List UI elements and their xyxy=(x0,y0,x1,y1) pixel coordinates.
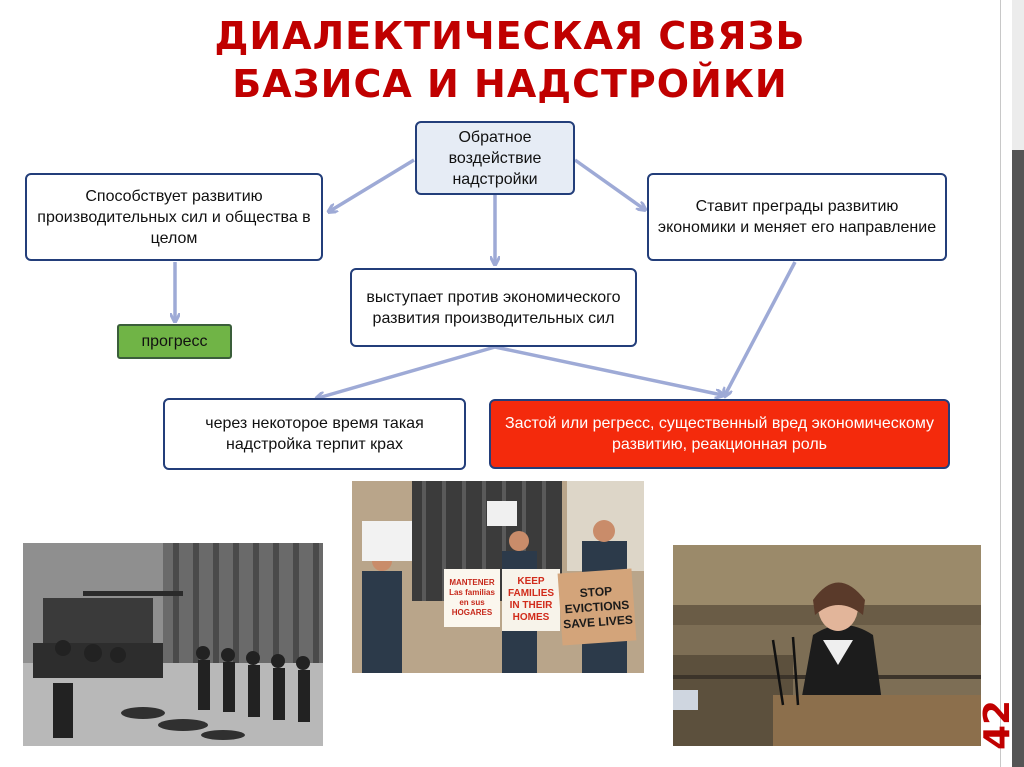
arrow-middle-to-collapse xyxy=(318,345,496,398)
photo-historical-street xyxy=(23,543,323,746)
protest-sign-mantener: MANTENER Las familias en sus HOGARES xyxy=(444,569,500,627)
arrow-middle-to-stagnation xyxy=(494,345,722,395)
box-progress-text: прогресс xyxy=(141,333,208,350)
box-collapse: через некоторое время такая надстройка т… xyxy=(163,398,466,470)
arrow-top-to-left xyxy=(330,158,415,211)
photo-historical-street-drawing xyxy=(23,543,323,746)
right-edge-bar xyxy=(1012,0,1024,767)
box-promotes-text: Способствует развитию производительных с… xyxy=(37,187,311,247)
title-line-2: БАЗИСА И НАДСТРОЙКИ xyxy=(232,62,788,106)
box-progress: прогресс xyxy=(117,324,232,359)
protest-sign-stop: STOP EVICTIONS SAVE LIVES xyxy=(557,568,637,646)
protest-sign-keep-text: KEEP FAMILIES IN THEIR HOMES xyxy=(507,576,555,623)
box-opposes: выступает против экономического развития… xyxy=(350,268,637,347)
page-number: 42 xyxy=(977,699,1018,750)
box-obstructs-text: Ставит преграды развитию экономики и мен… xyxy=(657,198,937,236)
photo-speaker xyxy=(673,545,981,746)
protest-sign-stop-text: STOP EVICTIONS SAVE LIVES xyxy=(562,583,634,631)
arrow-right-to-stagnation xyxy=(725,261,797,395)
arrow-top-to-right xyxy=(573,158,644,209)
photo-protest: KEEP FAMILIES IN THEIR HOMES STOP EVICTI… xyxy=(352,481,644,673)
right-divider-line xyxy=(1000,0,1001,767)
protest-sign-keep: KEEP FAMILIES IN THEIR HOMES xyxy=(502,569,560,631)
title-line-1: ДИАЛЕКТИЧЕСКАЯ СВЯЗЬ xyxy=(214,14,806,58)
photo-speaker-drawing xyxy=(673,545,981,746)
box-stagnation: Застой или регресс, существенный вред эк… xyxy=(489,399,950,469)
protest-sign-mantener-text: MANTENER Las familias en sus HOGARES xyxy=(449,578,495,617)
box-opposes-text: выступает против экономического развития… xyxy=(366,288,621,327)
slide-title: ДИАЛЕКТИЧЕСКАЯ СВЯЗЬ БАЗИСА И НАДСТРОЙКИ xyxy=(150,12,870,108)
box-feedback-text: Обратное воздействие надстройки xyxy=(448,128,542,188)
box-feedback: Обратное воздействие надстройки xyxy=(415,121,575,195)
box-collapse-text: через некоторое время такая надстройка т… xyxy=(205,415,424,453)
box-obstructs: Ставит преграды развитию экономики и мен… xyxy=(647,173,947,261)
box-stagnation-text: Застой или регресс, существенный вред эк… xyxy=(504,415,935,453)
box-promotes: Способствует развитию производительных с… xyxy=(25,173,323,261)
